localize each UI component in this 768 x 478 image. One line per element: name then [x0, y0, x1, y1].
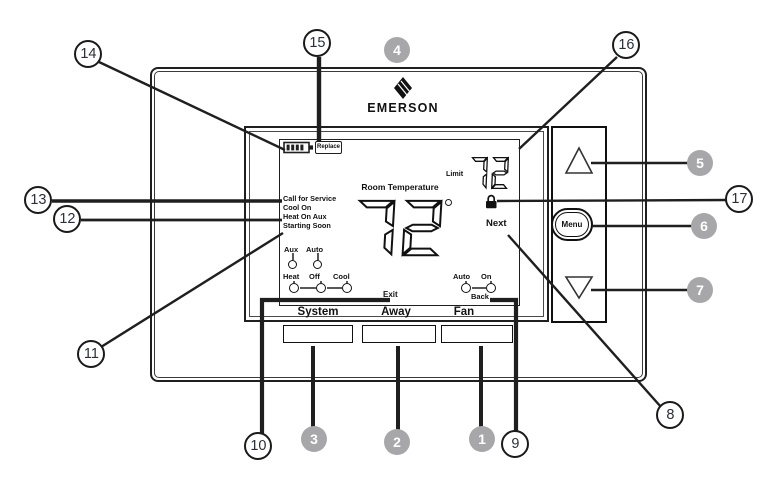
lcd-screen — [279, 139, 520, 306]
status-messages: Call for Service Cool On Heat On Aux Sta… — [283, 194, 336, 230]
off-indicator-light — [316, 283, 326, 293]
away-label: Away — [381, 306, 411, 318]
callout-17: 17 — [725, 185, 754, 214]
status-message: Call for Service — [283, 194, 337, 203]
callout-14: 14 — [74, 40, 103, 69]
down-button[interactable] — [562, 271, 596, 305]
aux-label: Aux — [284, 245, 299, 254]
seven-segment-digit — [470, 156, 488, 190]
brand-name: EMERSON — [367, 101, 439, 115]
heat-indicator-light — [289, 283, 299, 293]
callout-16: 16 — [612, 31, 641, 60]
callout-12: 12 — [53, 205, 82, 234]
auto-indicator-light — [313, 260, 322, 269]
back-label: Back — [471, 292, 489, 301]
battery-replace-badge: Replace — [315, 141, 342, 154]
auto-label: Auto — [306, 245, 324, 254]
callout-8: 8 — [656, 401, 685, 430]
callout-9: 9 — [501, 430, 530, 459]
next-label: Next — [486, 218, 507, 229]
status-message: Cool On — [283, 203, 312, 212]
callout-1: 1 — [469, 426, 495, 452]
away-button[interactable] — [362, 325, 436, 343]
fan-on-label: On — [481, 272, 492, 281]
status-message: Starting Soon — [283, 221, 331, 230]
seven-segment-digit — [354, 198, 396, 258]
menu-button[interactable]: Menu — [551, 208, 593, 241]
seven-segment-digit — [401, 198, 443, 258]
lock-icon — [486, 194, 497, 209]
limit-display — [470, 156, 512, 195]
system-button[interactable] — [283, 325, 353, 343]
status-message: Heat On Aux — [283, 212, 327, 221]
callout-11: 11 — [77, 340, 106, 369]
callout-5: 5 — [687, 150, 713, 176]
down-arrow-icon — [564, 276, 594, 300]
system-label: System — [297, 306, 339, 318]
battery-low-icon — [283, 141, 313, 154]
display-bezel-inner-line — [249, 131, 544, 317]
emerson-diamond-icon — [394, 77, 412, 99]
fan-auto-indicator-light — [461, 283, 471, 293]
fan-button[interactable] — [441, 325, 513, 343]
cool-label: Cool — [333, 272, 350, 281]
callout-2: 2 — [384, 429, 410, 455]
callout-13: 13 — [24, 186, 53, 215]
menu-label: Menu — [555, 212, 589, 237]
callout-4: 4 — [384, 37, 410, 63]
fan-on-indicator-light — [486, 283, 496, 293]
off-label: Off — [309, 272, 320, 281]
callout-7: 7 — [687, 277, 713, 303]
callout-6: 6 — [691, 213, 717, 239]
exit-label: Exit — [383, 290, 398, 299]
fan-auto-label: Auto — [453, 272, 471, 281]
up-arrow-icon — [564, 146, 594, 174]
aux-indicator-light — [288, 260, 297, 269]
up-button[interactable] — [562, 144, 596, 178]
room-temperature-display — [354, 198, 448, 263]
room-temperature-label: Room Temperature — [361, 182, 439, 192]
degree-symbol: ° — [445, 199, 452, 206]
callout-3: 3 — [301, 426, 327, 452]
callout-15: 15 — [303, 29, 332, 58]
seven-segment-digit — [491, 156, 509, 190]
limit-label: Limit — [446, 169, 464, 178]
cool-indicator-light — [342, 283, 352, 293]
heat-label: Heat — [283, 272, 300, 281]
fan-label: Fan — [453, 306, 475, 318]
callout-10: 10 — [244, 432, 273, 461]
